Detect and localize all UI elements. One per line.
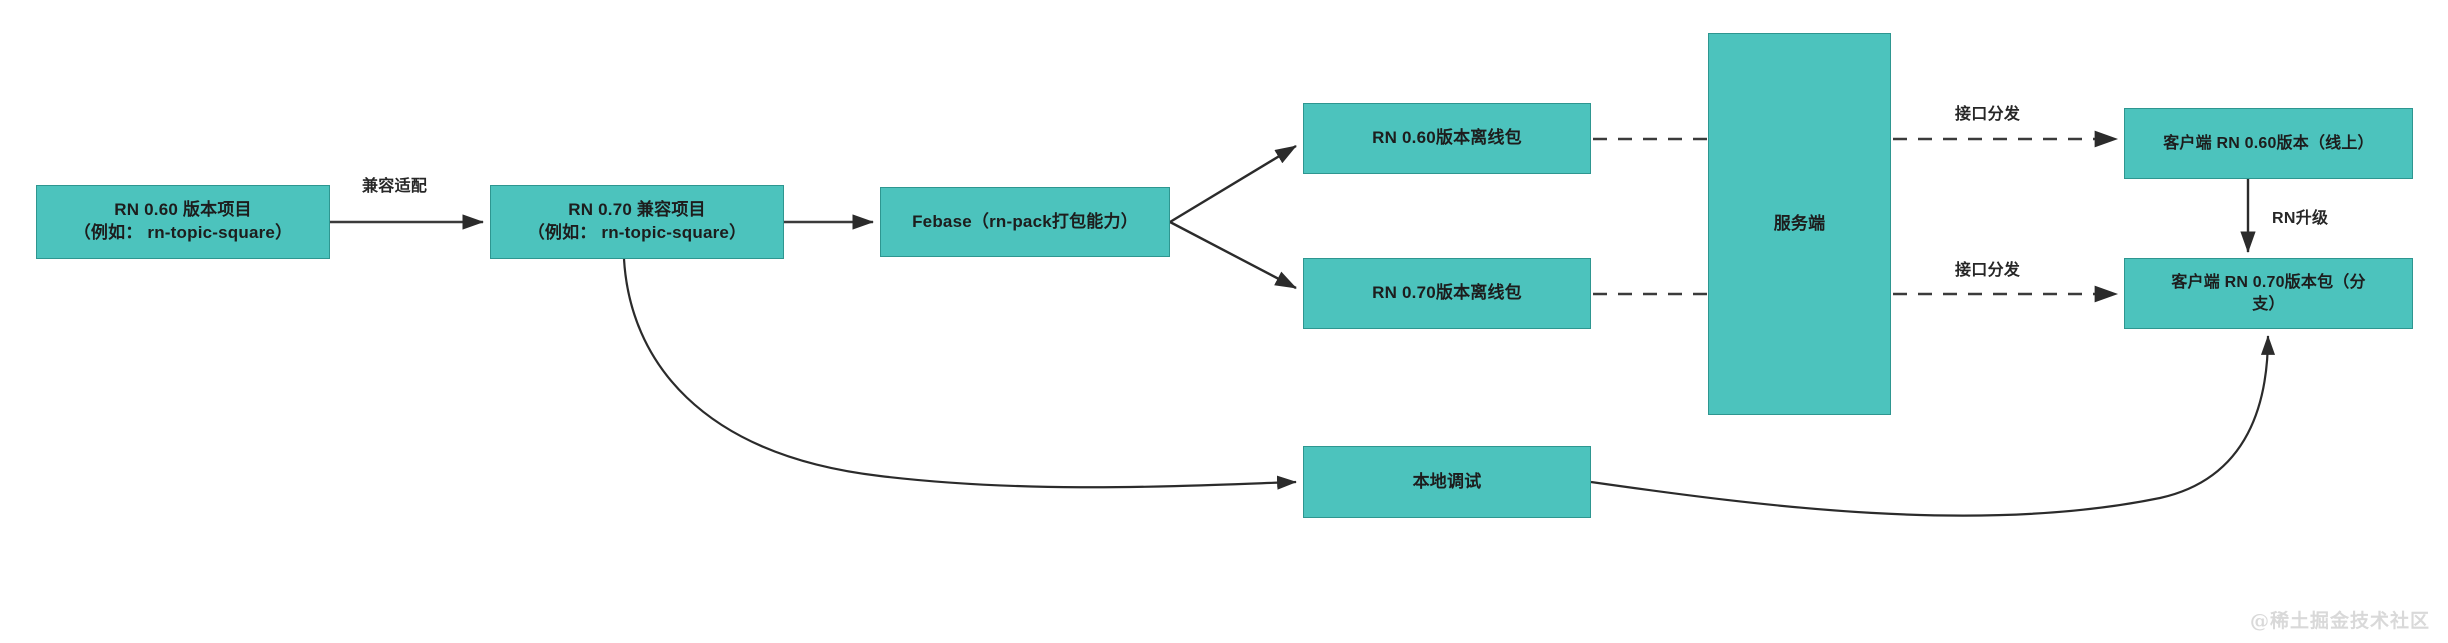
edge-localdebug-to-client070 [1590, 335, 2276, 517]
node-local-debug-label: 本地调试 [1412, 471, 1482, 491]
node-rn060-project-line2: （例如： rn-topic-square） [73, 223, 293, 242]
node-offline-pack-070[interactable]: RN 0.70版本离线包 [1303, 258, 1591, 329]
edge-febase-to-pack070 [1169, 220, 1297, 290]
node-rn070-project-line2: （例如： rn-topic-square） [527, 223, 747, 242]
edge-label-api-dispatch-bottom: 接口分发 [1955, 262, 2021, 279]
edge-label-api-dispatch-top: 接口分发 [1955, 106, 2021, 123]
node-local-debug[interactable]: 本地调试 [1303, 446, 1591, 518]
node-febase[interactable]: Febase（rn-pack打包能力） [880, 187, 1170, 257]
node-rn070-project[interactable]: RN 0.70 兼容项目 （例如： rn-topic-square） [490, 185, 784, 259]
node-client-060-label: 客户端 RN 0.60版本（线上） [2163, 134, 2374, 152]
node-rn060-project[interactable]: RN 0.60 版本项目 （例如： rn-topic-square） [36, 185, 330, 259]
node-offline-pack-060-label: RN 0.60版本离线包 [1372, 128, 1522, 148]
node-server[interactable]: 服务端 [1708, 33, 1891, 415]
node-client-070-line2: 支） [2252, 295, 2285, 313]
watermark: @稀土掘金技术社区 [2249, 610, 2430, 632]
edge-label-compat-adapt: 兼容适配 [362, 178, 428, 195]
node-rn060-project-line1: RN 0.60 版本项目 [114, 200, 252, 220]
node-offline-pack-070-label: RN 0.70版本离线包 [1372, 283, 1522, 303]
node-server-label: 服务端 [1773, 213, 1826, 233]
node-client-070-line1: 客户端 RN 0.70版本包（分 [2171, 273, 2366, 291]
edge-febase-to-pack060 [1169, 144, 1297, 224]
node-client-070[interactable]: 客户端 RN 0.70版本包（分 支） [2124, 258, 2413, 329]
edge-070-to-localdebug [622, 258, 1297, 490]
node-febase-label: Febase（rn-pack打包能力） [912, 211, 1138, 231]
edge-label-rn-upgrade: RN升级 [2272, 210, 2329, 227]
node-rn070-project-line1: RN 0.70 兼容项目 [568, 200, 706, 220]
node-client-060[interactable]: 客户端 RN 0.60版本（线上） [2124, 108, 2413, 179]
node-offline-pack-060[interactable]: RN 0.60版本离线包 [1303, 103, 1591, 174]
